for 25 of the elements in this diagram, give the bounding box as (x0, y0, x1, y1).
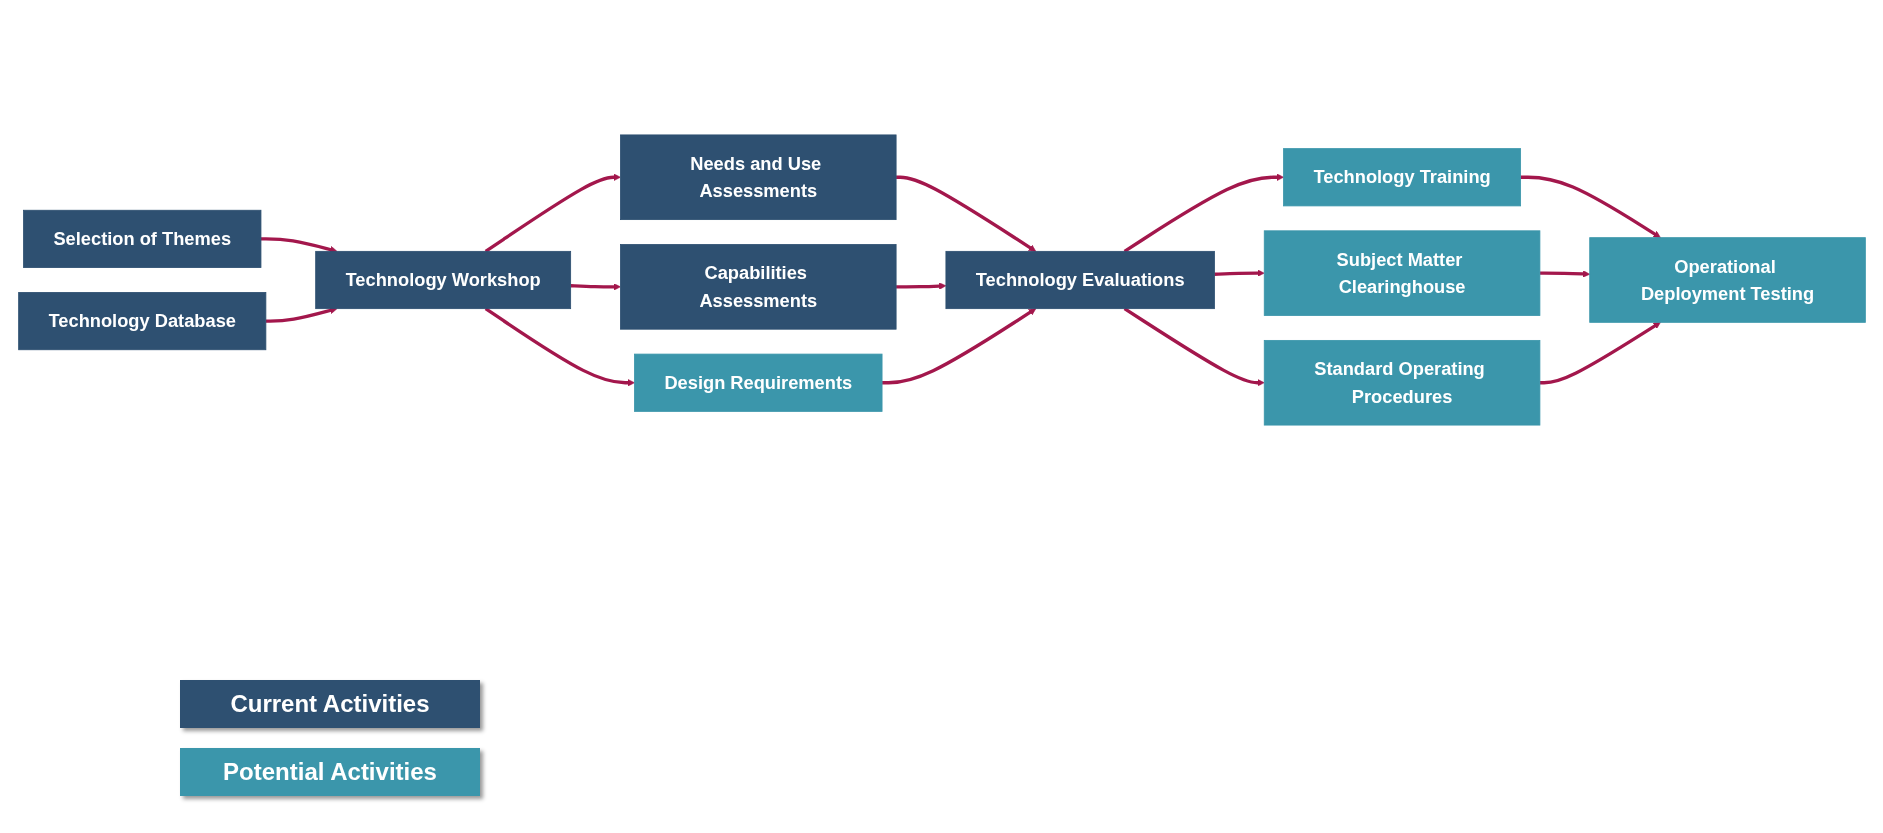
arrow (895, 282, 946, 290)
node-box: Technology Workshop (314, 250, 571, 310)
node-box: Design Requirements (633, 353, 882, 412)
arrow (1520, 175, 1661, 238)
arrow (1123, 307, 1265, 387)
node-box: Technology Training (1282, 148, 1521, 207)
node-box: Needs and Use Assessments (619, 134, 896, 220)
node-box: Technology Evaluations (945, 250, 1215, 310)
legend-swatch: Potential Activities (180, 748, 480, 796)
node-box: Capabilities Assessments (619, 244, 896, 330)
legend-swatch: Current Activities (180, 680, 480, 728)
arrow (881, 308, 1036, 385)
node-box: Subject Matter Clearinghouse (1263, 230, 1540, 316)
arrow (895, 175, 1036, 252)
arrow (1213, 269, 1265, 277)
arrow (484, 307, 635, 387)
arrow (484, 173, 621, 253)
node-box: Selection of Themes (22, 209, 261, 268)
arrow (570, 283, 621, 291)
arrow (1539, 322, 1661, 385)
arrow (1539, 270, 1590, 278)
node-box: Technology Database (17, 292, 266, 351)
arrow (1123, 173, 1284, 253)
node-box: Operational Deployment Testing (1588, 237, 1866, 323)
node-box: Standard Operating Procedures (1263, 340, 1540, 426)
